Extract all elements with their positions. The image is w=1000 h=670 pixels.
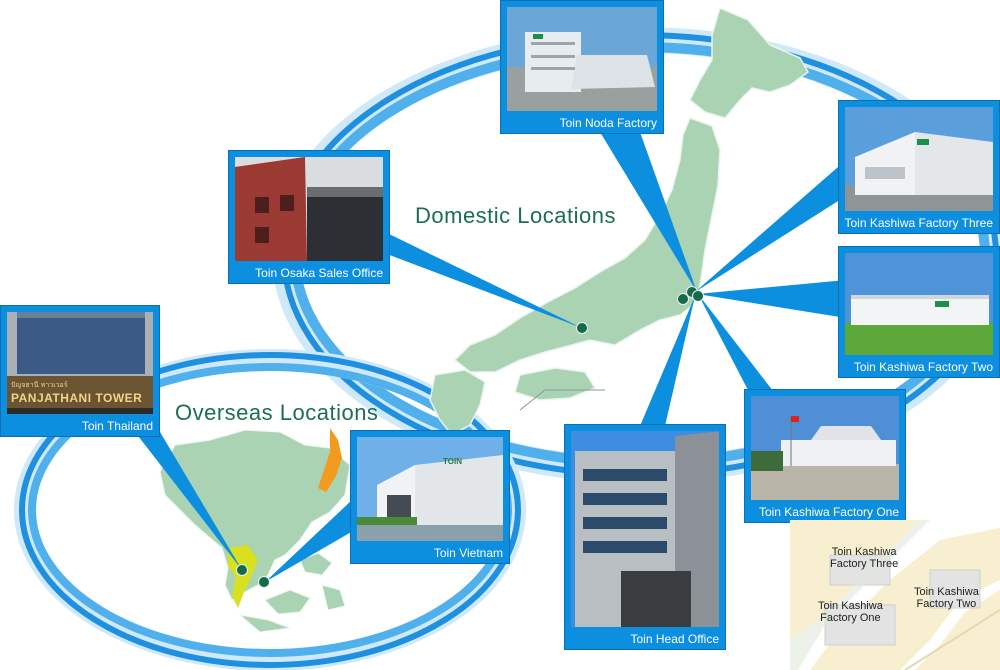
vietnam-building-logo: TOIN: [443, 457, 462, 466]
vietnam-photo: TOIN: [357, 437, 503, 541]
kashiwa-factory-one-label: Toin Kashiwa Factory One: [758, 505, 899, 519]
thailand-location-dot[interactable]: [236, 564, 248, 576]
noda-factory-card[interactable]: Toin Noda Factory: [500, 0, 664, 134]
head-office-location-dot[interactable]: [677, 293, 689, 305]
noda-location-dot[interactable]: [692, 290, 704, 302]
osaka-location-dot[interactable]: [576, 322, 588, 334]
thailand-card[interactable]: ปัญจธานี ทาวเวอร์ PANJATHANI TOWER Toin …: [0, 305, 160, 437]
japan-map: [429, 6, 809, 436]
kashiwa-factory-three-label: Toin Kashiwa Factory Three: [844, 216, 993, 230]
vietnam-label: Toin Vietnam: [433, 546, 503, 560]
osaka-sales-office-label: Toin Osaka Sales Office: [255, 266, 383, 280]
domestic-locations-heading: Domestic Locations: [415, 203, 616, 228]
kashiwa-factory-three-card[interactable]: Toin Kashiwa Factory Three: [838, 100, 1000, 234]
head-office-card[interactable]: Toin Head Office: [564, 424, 726, 650]
head-office-photo: [571, 431, 719, 627]
asia-map: [159, 428, 351, 633]
noda-factory-photo: [507, 7, 657, 111]
thailand-photo: ปัญจธานี ทาวเวอร์ PANJATHANI TOWER: [7, 312, 153, 414]
head-office-label: Toin Head Office: [630, 632, 720, 646]
kashiwa-factory-two-card[interactable]: Toin Kashiwa Factory Two: [838, 246, 1000, 378]
connection-beams: [135, 132, 846, 582]
minimap-factory-two-label: Toin Kashiwa Factory Two: [914, 586, 979, 610]
kashiwa-factory-one-card[interactable]: Toin Kashiwa Factory One: [744, 389, 906, 523]
tower-sign: PANJATHANI TOWER: [11, 391, 143, 405]
minimap-factory-one-label: Toin Kashiwa Factory One: [818, 600, 883, 624]
minimap-factory-three-label: Toin Kashiwa Factory Three: [830, 546, 899, 570]
osaka-sales-office-photo: [235, 157, 383, 261]
osaka-sales-office-card[interactable]: Toin Osaka Sales Office: [228, 150, 390, 284]
kashiwa-factory-two-photo: [845, 253, 993, 355]
vietnam-card[interactable]: TOIN Toin Vietnam: [350, 430, 510, 564]
vietnam-location-dot[interactable]: [258, 576, 270, 588]
kashiwa-inset-map: Toin Kashiwa Factory Three Toin Kashiwa …: [790, 520, 1000, 670]
overseas-locations-heading: Overseas Locations: [175, 400, 379, 425]
kashiwa-factory-one-photo: [751, 396, 899, 500]
overseas-ring-outer: [19, 352, 521, 668]
kashiwa-factory-three-photo: [845, 107, 993, 211]
noda-factory-label: Toin Noda Factory: [559, 116, 657, 130]
tower-thai-sign: ปัญจธานี ทาวเวอร์: [11, 381, 68, 389]
thailand-label: Toin Thailand: [81, 419, 153, 433]
kashiwa-factory-two-label: Toin Kashiwa Factory Two: [853, 360, 993, 374]
